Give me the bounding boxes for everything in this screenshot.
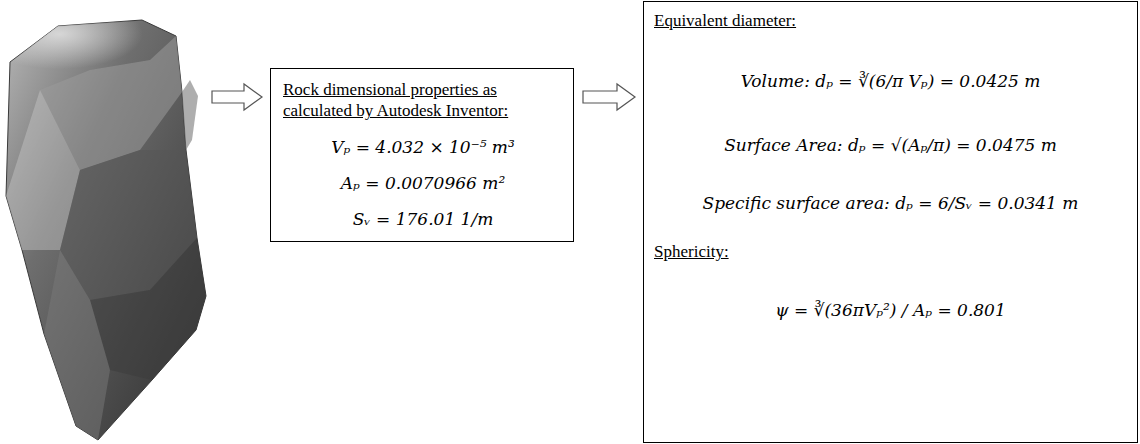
heading: Sphericity: bbox=[654, 241, 1127, 262]
formula: Surface Area: dₚ = √(Aₚ/π) = 0.0475 m bbox=[654, 133, 1127, 157]
formula: Specific surface area: dₚ = 6/Sᵥ = 0.034… bbox=[654, 191, 1127, 215]
text-box: Rock dimensional properties as calculate… bbox=[270, 68, 574, 242]
rock bbox=[6, 20, 206, 440]
formula: Vₚ = 4.032 × 10⁻⁵ m³ bbox=[283, 135, 563, 159]
heading: Rock dimensional properties as calculate… bbox=[283, 79, 563, 121]
formula: Aₚ = 0.0070966 m² bbox=[283, 171, 563, 195]
formula: Sᵥ = 176.01 1/m bbox=[283, 207, 563, 231]
block-arrow bbox=[212, 84, 262, 110]
heading: Equivalent diameter: bbox=[654, 10, 1127, 31]
formula: ψ = ∛(36πVₚ²) / Aₚ = 0.801 bbox=[654, 298, 1127, 322]
text-box: Equivalent diameter: Volume: dₚ = ∛(6/π V… bbox=[643, 1, 1138, 443]
block-arrow bbox=[583, 84, 635, 110]
formula: Volume: dₚ = ∛(6/π Vₚ) = 0.0425 m bbox=[654, 69, 1127, 93]
